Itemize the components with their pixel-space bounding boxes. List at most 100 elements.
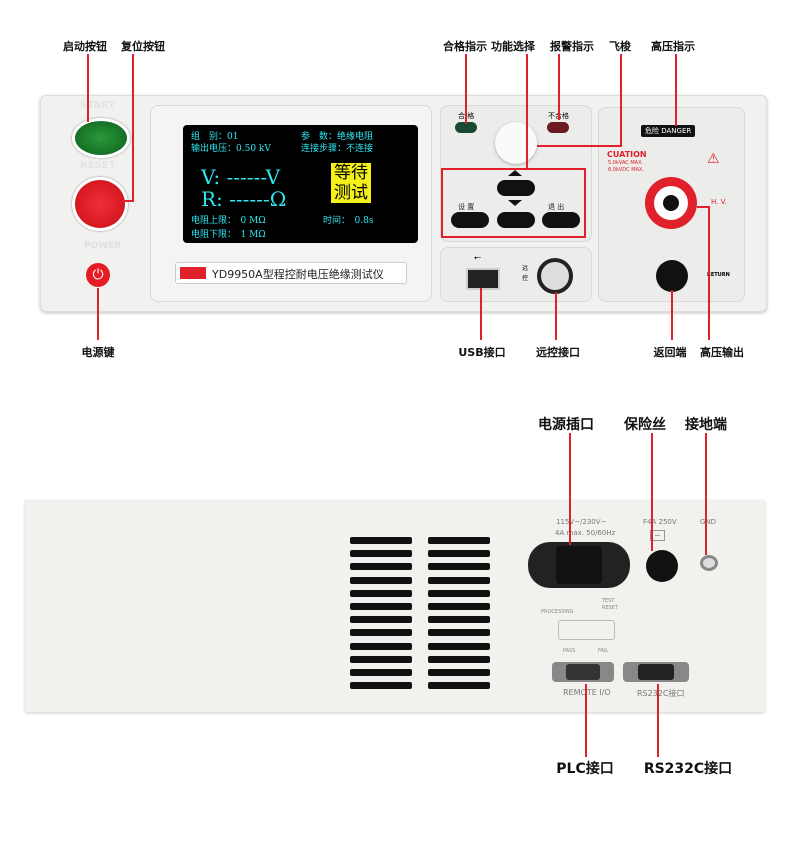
pass-pin-label: PASS xyxy=(563,648,576,654)
vent-slot xyxy=(350,537,412,544)
callout-line xyxy=(705,433,707,555)
callout-line xyxy=(526,54,528,169)
callout-hv-indicator: 高压指示 xyxy=(651,40,695,53)
vent-slot xyxy=(428,603,490,610)
vent-slot xyxy=(428,616,490,624)
rs232-label: RS232C接口 xyxy=(637,689,685,698)
vent-slot xyxy=(428,682,490,690)
vent-slot xyxy=(428,669,490,676)
screen-time: 时间： 0.8s xyxy=(323,216,374,226)
ground-terminal[interactable] xyxy=(700,555,718,571)
brand-logo xyxy=(180,267,206,279)
reset-label: RESET xyxy=(80,160,116,171)
vent-slot xyxy=(428,537,490,544)
vent-slot xyxy=(350,616,412,624)
vent-slot xyxy=(350,682,412,690)
screen-resistance-reading: R: ------Ω xyxy=(201,187,287,211)
rs232-connector[interactable] xyxy=(623,662,689,682)
vent-slot xyxy=(428,655,490,663)
danger-label: 危险 DANGER xyxy=(641,125,696,137)
power-socket[interactable] xyxy=(528,542,630,588)
vent-slot xyxy=(428,589,490,597)
start-label: START xyxy=(80,100,116,111)
status-line-2: 测试 xyxy=(334,183,368,203)
power-rating-2: 4A max. 50/60Hz xyxy=(555,529,616,537)
fuse-holder[interactable] xyxy=(646,550,678,582)
vent-slot xyxy=(350,655,412,663)
callout-line xyxy=(708,206,710,340)
remote-connector[interactable] xyxy=(537,258,573,294)
vent-slot xyxy=(428,642,490,650)
callout-return-terminal: 返回端 xyxy=(653,346,687,359)
callout-fuse: 保险丝 xyxy=(624,417,666,433)
function-keys-box xyxy=(441,168,586,238)
down-arrow-icon xyxy=(508,200,522,206)
return-terminal[interactable] xyxy=(656,260,688,292)
vent-slot xyxy=(350,629,412,637)
screen-step: 连接步骤：不连接 xyxy=(301,144,374,154)
callout-remote-port: 远控接口 xyxy=(536,346,580,359)
callout-line xyxy=(537,145,622,147)
fuse-rating: F4A 250V xyxy=(643,518,677,526)
hv-output-terminal[interactable] xyxy=(645,177,697,229)
usb-port[interactable] xyxy=(466,268,500,290)
callout-line xyxy=(122,200,134,202)
screen-voltage-reading: V: ------V xyxy=(201,165,281,189)
callout-line xyxy=(697,206,709,208)
callout-line xyxy=(480,288,482,340)
callout-alarm-indicator: 报警指示 xyxy=(550,40,594,53)
callout-plc-port: PLC接口 xyxy=(556,761,614,777)
remote-label: 远 控 xyxy=(522,265,529,282)
exit-label: 退 出 xyxy=(548,203,565,211)
screen-lower-limit: 电阻下限： 1 MΩ xyxy=(191,230,266,240)
up-button[interactable] xyxy=(497,180,535,196)
callout-power-key: 电源键 xyxy=(81,346,115,359)
callout-line xyxy=(585,684,587,757)
screen-voltage: 输出电压：0.50 kV xyxy=(191,144,271,154)
callout-line xyxy=(620,54,622,147)
down-button[interactable] xyxy=(497,212,535,228)
test-label: TEST xyxy=(602,598,615,604)
callout-pass-indicator: 合格指示 xyxy=(443,40,487,53)
power-label: POWER xyxy=(84,241,122,251)
reset-button[interactable] xyxy=(72,177,128,231)
vent-slot xyxy=(428,629,490,637)
vent-slot xyxy=(428,563,490,571)
vdc-label: 6.0kVDC MAX. xyxy=(608,167,644,173)
vent-slot xyxy=(350,550,412,558)
return-label: RETURN xyxy=(707,272,730,278)
callout-rs232-port: RS232C接口 xyxy=(643,761,733,777)
callout-line xyxy=(657,684,659,757)
shuttle-knob[interactable] xyxy=(495,122,537,164)
vent-slot xyxy=(350,563,412,571)
up-arrow-icon xyxy=(508,170,522,176)
callout-line xyxy=(132,54,134,202)
fuse-symbol-icon: ~ xyxy=(650,530,665,541)
vent-slot xyxy=(350,642,412,650)
start-button[interactable] xyxy=(72,118,130,158)
reset-pin-label: RESET xyxy=(602,605,619,611)
vent-slot xyxy=(350,589,412,597)
exit-button[interactable] xyxy=(542,212,580,228)
callout-usb-port: USB接口 xyxy=(458,346,506,359)
remote-io-connector[interactable] xyxy=(552,662,614,682)
usb-icon: ⭠ xyxy=(474,253,482,263)
fail-pin-label: FAIL xyxy=(598,648,609,654)
callout-line xyxy=(465,54,467,124)
fail-indicator xyxy=(547,122,569,133)
power-button[interactable]: ⏻ xyxy=(86,263,110,287)
status-line-1: 等待 xyxy=(334,163,368,183)
vent-slot xyxy=(428,550,490,558)
pass-indicator xyxy=(455,122,477,133)
high-voltage-warning-icon: ⚠ xyxy=(707,151,720,167)
set-button[interactable] xyxy=(451,212,489,228)
callout-power-socket: 电源插口 xyxy=(538,417,594,433)
callout-shuttle: 飞梭 xyxy=(609,40,631,53)
pinout-diagram xyxy=(558,620,615,640)
model-name: YD9950A型程控耐电压绝缘测试仪 xyxy=(212,268,384,281)
callout-ground: 接地端 xyxy=(685,417,727,433)
vent-slot xyxy=(350,576,412,584)
set-label: 设 置 xyxy=(458,203,475,211)
callout-line xyxy=(671,290,673,340)
vent-slot xyxy=(428,576,490,584)
